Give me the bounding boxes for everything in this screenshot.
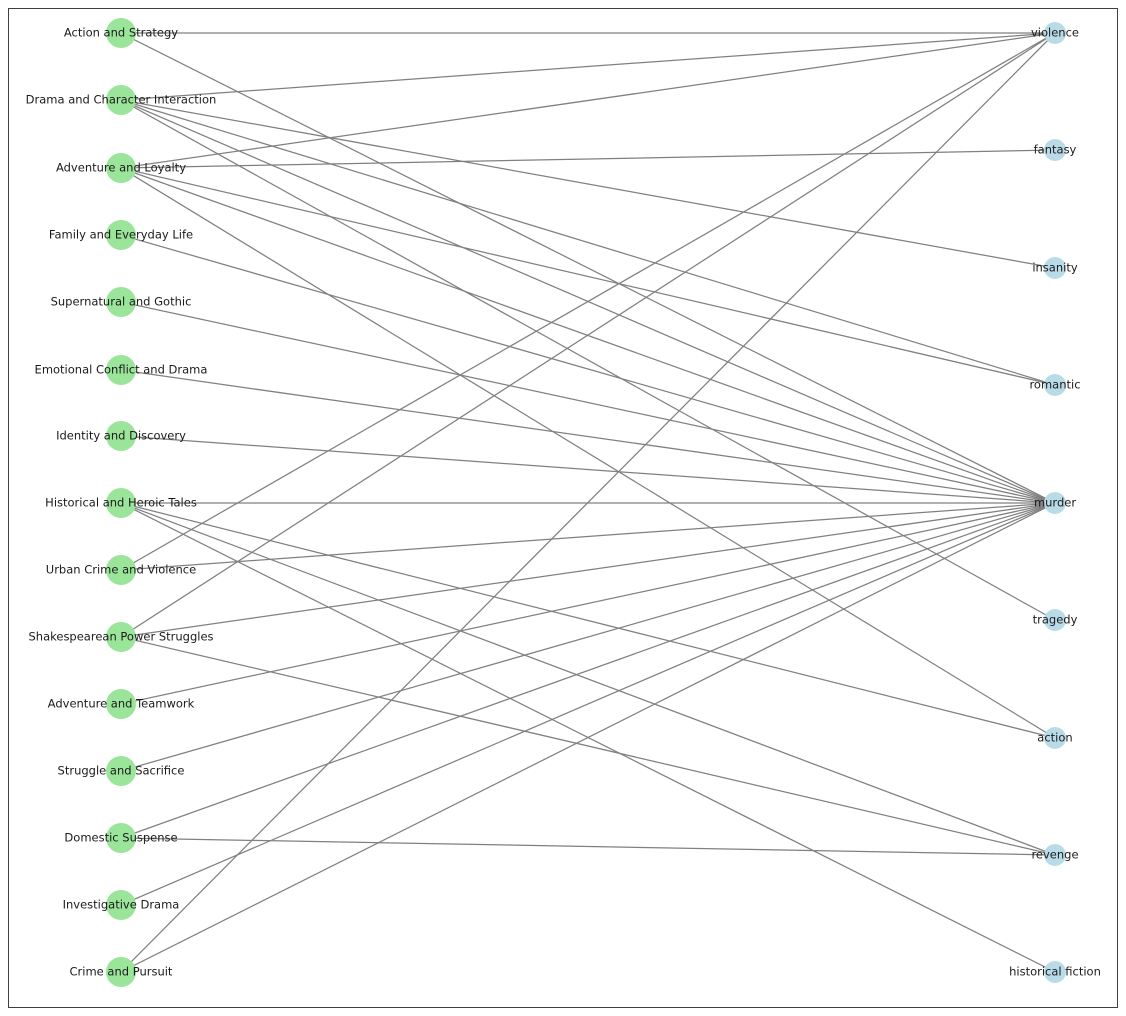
graph-edge [120, 502, 1056, 739]
node-label-shakespearean_power: Shakespearean Power Struggles [28, 630, 213, 644]
node-label-tragedy: tragedy [1033, 613, 1078, 627]
graph-edge [120, 99, 1056, 621]
graph-edge [120, 502, 1056, 973]
node-label-adventure_teamwork: Adventure and Teamwork [48, 697, 195, 711]
graph-node-romantic[interactable] [1044, 374, 1066, 396]
node-label-domestic_suspense: Domestic Suspense [64, 831, 177, 845]
graph-edge [120, 167, 1056, 386]
node-label-historical_fiction: historical fiction [1009, 965, 1101, 979]
node-label-family_everyday: Family and Everyday Life [49, 228, 193, 242]
graph-node-emotional_conflict[interactable] [106, 355, 136, 385]
graph-edge [120, 32, 1056, 101]
graph-node-insanity[interactable] [1044, 257, 1066, 279]
graph-edge [120, 502, 1056, 856]
graph-node-fantasy[interactable] [1044, 139, 1066, 161]
graph-edge [120, 149, 1056, 169]
graph-node-historical_fiction[interactable] [1044, 961, 1066, 983]
node-label-crime_pursuit: Crime and Pursuit [70, 965, 173, 979]
graph-node-violence[interactable] [1044, 22, 1066, 44]
graph-node-drama_character[interactable] [106, 85, 136, 115]
graph-edge [120, 636, 1056, 856]
node-label-violence: violence [1031, 26, 1079, 40]
graph-edge [120, 502, 1056, 705]
node-label-murder: murder [1034, 496, 1076, 510]
edges-layer [120, 32, 1056, 973]
nodes-layer [106, 18, 1066, 987]
graph-node-tragedy[interactable] [1044, 609, 1066, 631]
node-label-drama_character: Drama and Character Interaction [26, 93, 217, 107]
node-label-adventure_loyalty: Adventure and Loyalty [56, 161, 186, 175]
graph-edge [120, 502, 1056, 638]
graph-node-adventure_teamwork[interactable] [106, 689, 136, 719]
node-label-investigative_drama: Investigative Drama [63, 898, 180, 912]
node-label-revenge: revenge [1031, 848, 1078, 862]
graph-edge [120, 435, 1056, 504]
graph-edge [120, 502, 1056, 772]
node-label-historical_heroic: Historical and Heroic Tales [45, 496, 197, 510]
graph-edge [120, 502, 1056, 906]
graph-edge [120, 99, 1056, 386]
node-label-emotional_conflict: Emotional Conflict and Drama [35, 363, 208, 377]
graph-node-domestic_suspense[interactable] [106, 823, 136, 853]
graph-node-urban_crime[interactable] [106, 555, 136, 585]
graph-edge [120, 99, 1056, 269]
graph-node-shakespearean_power[interactable] [106, 622, 136, 652]
graph-node-murder[interactable] [1044, 492, 1066, 514]
graph-node-crime_pursuit[interactable] [106, 957, 136, 987]
node-label-fantasy: fantasy [1034, 143, 1077, 157]
figure-border [8, 8, 1118, 1008]
node-label-action_strategy: Action and Strategy [64, 26, 178, 40]
graph-node-adventure_loyalty[interactable] [106, 153, 136, 183]
node-label-urban_crime: Urban Crime and Violence [46, 563, 196, 577]
graph-node-action[interactable] [1044, 727, 1066, 749]
graph-edge [120, 502, 1056, 839]
node-label-identity_discovery: Identity and Discovery [56, 429, 186, 443]
graph-node-family_everyday[interactable] [106, 220, 136, 250]
node-label-struggle_sacrifice: Struggle and Sacrifice [58, 764, 185, 778]
graph-node-revenge[interactable] [1044, 844, 1066, 866]
graph-node-investigative_drama[interactable] [106, 890, 136, 920]
graph-edge [120, 369, 1056, 504]
graph-edge [120, 837, 1056, 856]
graph-edge [120, 32, 1056, 638]
graph-edge [120, 32, 1056, 169]
node-label-action: action [1037, 731, 1072, 745]
node-label-insanity: insanity [1032, 261, 1078, 275]
node-label-supernatural_gothic: Supernatural and Gothic [51, 295, 192, 309]
graph-edge [120, 167, 1056, 739]
graph-edge [120, 234, 1056, 504]
graph-edge [120, 502, 1056, 571]
graph-node-historical_heroic[interactable] [106, 488, 136, 518]
graph-node-identity_discovery[interactable] [106, 421, 136, 451]
node-label-romantic: romantic [1029, 378, 1080, 392]
graph-node-action_strategy[interactable] [106, 18, 136, 48]
graph-edge [120, 32, 1056, 571]
graph-node-supernatural_gothic[interactable] [106, 287, 136, 317]
graph-edge [120, 301, 1056, 504]
graph-edge [120, 32, 1056, 973]
graph-node-struggle_sacrifice[interactable] [106, 756, 136, 786]
graph-edge [120, 32, 1056, 504]
